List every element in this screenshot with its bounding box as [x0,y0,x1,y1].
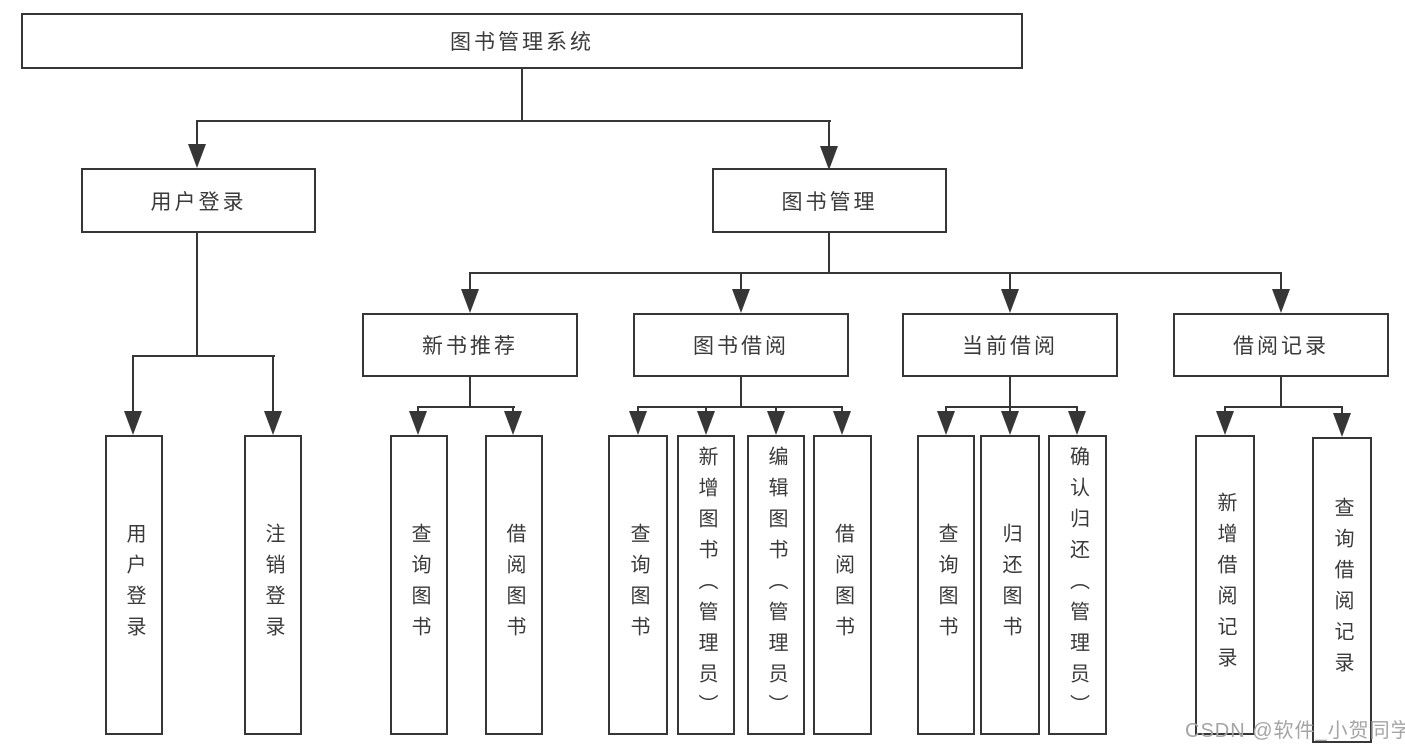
connector-arrow [1216,411,1234,435]
node-book-borrow: 图书借阅 [633,313,849,377]
connector-arrow [409,411,427,435]
connector-arrow [697,411,715,435]
connector-arrow [1001,289,1019,313]
connector-line [705,406,707,415]
leaf-query-book-recommend-label: 查询图书 [408,523,430,647]
leaf-query-book-borrow-label: 查询图书 [627,523,649,647]
connector-arrow [629,411,647,435]
leaf-confirm-return-admin: 确认归还（管理员） [1048,435,1107,735]
node-new-book-recommend: 新书推荐 [362,313,578,377]
connector-line [1009,272,1011,293]
node-user-login-label: 用户登录 [150,190,247,214]
node-borrow-records-label: 借阅记录 [1233,335,1329,358]
leaf-add-borrow-record: 新增借阅记录 [1195,435,1255,735]
connector-line [1224,406,1343,408]
node-book-management-label: 图书管理 [781,190,878,214]
connector-line [740,377,742,408]
connector-arrow [1068,411,1086,435]
connector-line [272,355,274,415]
node-user-login: 用户登录 [81,168,316,233]
connector-line [945,406,1078,408]
connector-line [469,272,1282,274]
csdn-watermark: CSDN @软件_小贺同学 [1185,720,1405,742]
connector-line [828,120,830,150]
leaf-query-book-current: 查询图书 [917,435,975,735]
connector-line [196,233,198,357]
connector-line [637,406,843,408]
leaf-logout: 注销登录 [244,435,302,735]
connector-line [418,406,515,408]
connector-line [197,120,831,122]
leaf-query-book-current-label: 查询图书 [935,523,957,647]
leaf-user-login: 用户登录 [105,435,163,735]
connector-line [196,120,198,150]
connector-line [521,69,523,122]
connector-arrow [504,411,522,435]
connector-line [775,406,777,415]
leaf-query-book-borrow: 查询图书 [608,435,668,735]
connector-line [469,377,471,408]
connector-line [512,406,514,415]
connector-arrow [188,144,206,168]
node-book-management: 图书管理 [712,168,947,233]
leaf-query-book-recommend: 查询图书 [390,435,448,735]
leaf-return-book-label: 归还图书 [999,523,1021,647]
leaf-borrow-book-recommend-label: 借阅图书 [503,523,525,647]
leaf-add-book-admin-label: 新增图书（管理员） [695,445,717,725]
connector-line [1076,406,1078,415]
connector-line [828,233,830,274]
leaf-edit-book-admin: 编辑图书（管理员） [747,435,805,735]
connector-line [1280,272,1282,293]
connector-arrow [937,411,955,435]
connector-line [417,406,419,415]
connector-arrow [833,411,851,435]
connector-arrow [767,411,785,435]
leaf-edit-book-admin-label: 编辑图书（管理员） [765,445,787,725]
leaf-query-borrow-record-label: 查询借阅记录 [1331,497,1353,683]
connector-line [469,272,471,293]
leaf-add-borrow-record-label: 新增借阅记录 [1214,492,1236,678]
node-library-system: 图书管理系统 [21,13,1023,69]
connector-line [945,406,947,415]
connector-arrow [732,289,750,313]
connector-arrow [124,411,142,435]
connector-arrow [461,289,479,313]
connector-line [637,406,639,415]
connector-line [1280,377,1282,408]
connector-arrow [1001,411,1019,435]
connector-line [841,406,843,415]
node-library-system-label: 图书管理系统 [450,31,594,54]
leaf-borrow-book: 借阅图书 [813,435,872,735]
connector-arrow [264,411,282,435]
node-new-book-recommend-label: 新书推荐 [422,335,518,358]
leaf-logout-label: 注销登录 [262,523,284,647]
leaf-borrow-book-label: 借阅图书 [831,523,854,647]
leaf-return-book: 归还图书 [980,435,1040,735]
leaf-user-login-label: 用户登录 [123,523,145,647]
leaf-query-borrow-record: 查询借阅记录 [1312,437,1372,743]
leaf-add-book-admin: 新增图书（管理员） [677,435,735,735]
connector-line [740,272,742,293]
node-book-borrow-label: 图书借阅 [693,335,789,358]
node-borrow-records: 借阅记录 [1173,313,1389,377]
connector-line [132,355,134,415]
connector-arrow [820,146,838,170]
connector-arrow [1272,289,1290,313]
leaf-confirm-return-admin-label: 确认归还（管理员） [1066,445,1089,725]
connector-line [133,355,275,357]
connector-arrow [1333,413,1351,437]
leaf-borrow-book-recommend: 借阅图书 [485,435,543,735]
connector-line [1224,406,1226,415]
node-current-borrow: 当前借阅 [902,313,1118,377]
connector-line [1341,406,1343,415]
connector-line [1009,406,1011,415]
node-current-borrow-label: 当前借阅 [962,335,1058,358]
connector-line [1009,377,1011,408]
